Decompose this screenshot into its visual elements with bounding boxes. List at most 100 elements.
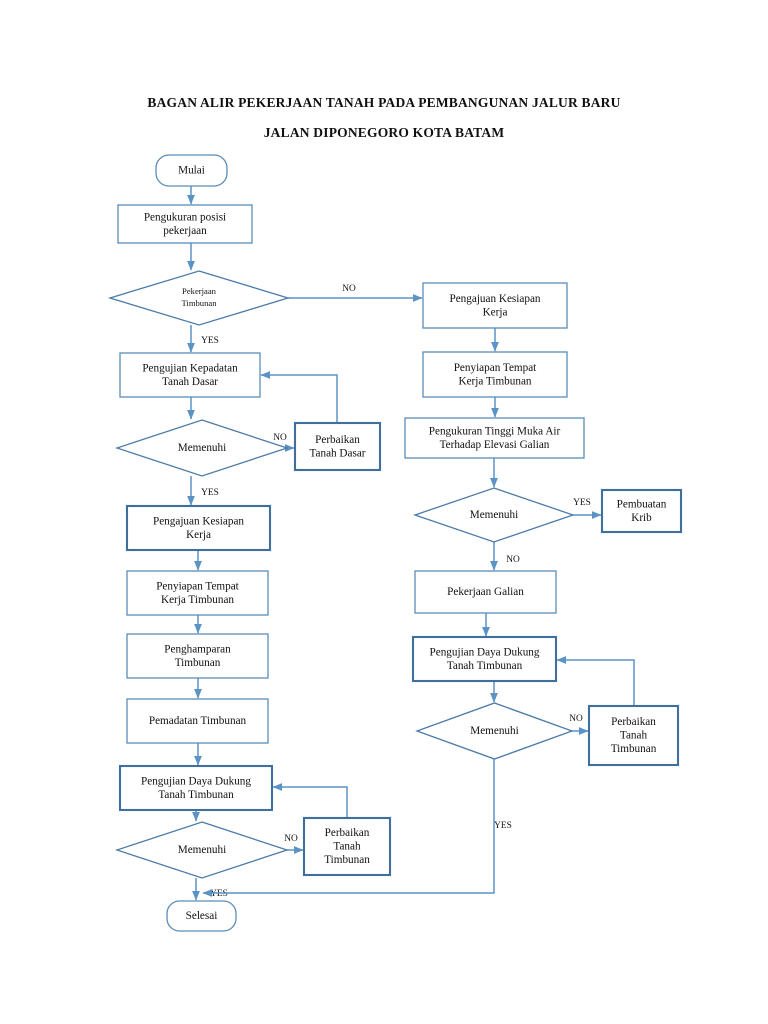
edge-label: YES bbox=[201, 488, 219, 498]
edge-label: YES bbox=[573, 498, 591, 508]
process-shape bbox=[126, 570, 269, 616]
node-label: Memenuhi bbox=[470, 725, 518, 737]
flow-edge: YES bbox=[192, 878, 228, 901]
process-shape bbox=[302, 816, 392, 877]
node-label: Memenuhi bbox=[178, 844, 226, 856]
flow-node-selesai[interactable]: Selesai bbox=[166, 900, 237, 932]
edge-line bbox=[260, 371, 338, 423]
process-shape bbox=[125, 504, 272, 552]
flow-edge: YES bbox=[202, 759, 512, 897]
flow-edge: NO bbox=[490, 542, 520, 571]
process-shape bbox=[422, 351, 568, 398]
edge-label: NO bbox=[284, 834, 298, 844]
flow-edge bbox=[272, 783, 348, 818]
process-shape bbox=[119, 352, 261, 398]
edge-label: NO bbox=[342, 284, 356, 294]
process-shape bbox=[293, 421, 382, 472]
node-label: Pekerjaan Galian bbox=[447, 586, 524, 598]
decision-shape bbox=[114, 419, 290, 477]
edge-line bbox=[556, 656, 635, 706]
process-shape bbox=[118, 764, 274, 812]
flow-node-pekerjaan_galian[interactable]: Pekerjaan Galian bbox=[414, 570, 557, 614]
process-shape bbox=[587, 704, 680, 767]
terminator-shape bbox=[155, 154, 228, 187]
edge-label: NO bbox=[506, 555, 520, 565]
flow-edge: NO bbox=[569, 714, 589, 735]
process-shape bbox=[411, 635, 558, 683]
decision-shape bbox=[114, 821, 290, 879]
flow-edge: NO bbox=[288, 284, 423, 302]
edge-label: NO bbox=[273, 433, 287, 443]
process-shape bbox=[404, 417, 585, 459]
decision-shape bbox=[415, 702, 574, 760]
edge-label: NO bbox=[569, 714, 583, 724]
node-label: Mulai bbox=[178, 164, 205, 176]
flow-edge: YES bbox=[187, 325, 219, 353]
process-shape bbox=[600, 488, 683, 534]
flow-node-memenuhi_4[interactable]: Memenuhi bbox=[415, 702, 574, 760]
edge-label: YES bbox=[210, 889, 228, 899]
edge-label: YES bbox=[494, 821, 512, 831]
edge-line bbox=[272, 783, 348, 818]
flow-edge: YES bbox=[573, 498, 602, 519]
process-shape bbox=[414, 570, 557, 614]
decision-shape bbox=[412, 487, 576, 543]
process-shape bbox=[422, 282, 568, 329]
flow-edge bbox=[260, 371, 338, 423]
flow-edge bbox=[556, 656, 635, 706]
terminator-shape bbox=[166, 900, 237, 932]
flow-node-memenuhi_1[interactable]: Memenuhi bbox=[114, 419, 290, 477]
flow-edge: YES bbox=[187, 476, 219, 506]
process-shape bbox=[126, 698, 269, 744]
flow-edge: NO bbox=[284, 834, 304, 854]
node-label: Memenuhi bbox=[178, 442, 226, 454]
node-label: Selesai bbox=[186, 910, 218, 922]
process-shape bbox=[126, 633, 269, 679]
edge-line bbox=[202, 759, 495, 897]
edge-label: YES bbox=[201, 336, 219, 346]
flow-node-memenuhi_2[interactable]: Memenuhi bbox=[114, 821, 290, 879]
flow-node-mulai[interactable]: Mulai bbox=[155, 154, 228, 187]
decision-shape bbox=[107, 270, 291, 326]
node-label: Pemadatan Timbunan bbox=[149, 715, 247, 727]
node-label: Memenuhi bbox=[470, 509, 518, 521]
edges-layer: NO YES NO YES NO YES YES NO NO YES bbox=[187, 186, 635, 901]
title-line-1: BAGAN ALIR PEKERJAAN TANAH PADA PEMBANGU… bbox=[147, 95, 621, 110]
title-line-2: JALAN DIPONEGORO KOTA BATAM bbox=[263, 125, 505, 140]
flow-node-pemadatan[interactable]: Pemadatan Timbunan bbox=[126, 698, 269, 744]
page-title: BAGAN ALIR PEKERJAAN TANAH PADA PEMBANGU… bbox=[0, 88, 768, 148]
flow-node-memenuhi_3[interactable]: Memenuhi bbox=[412, 487, 576, 543]
